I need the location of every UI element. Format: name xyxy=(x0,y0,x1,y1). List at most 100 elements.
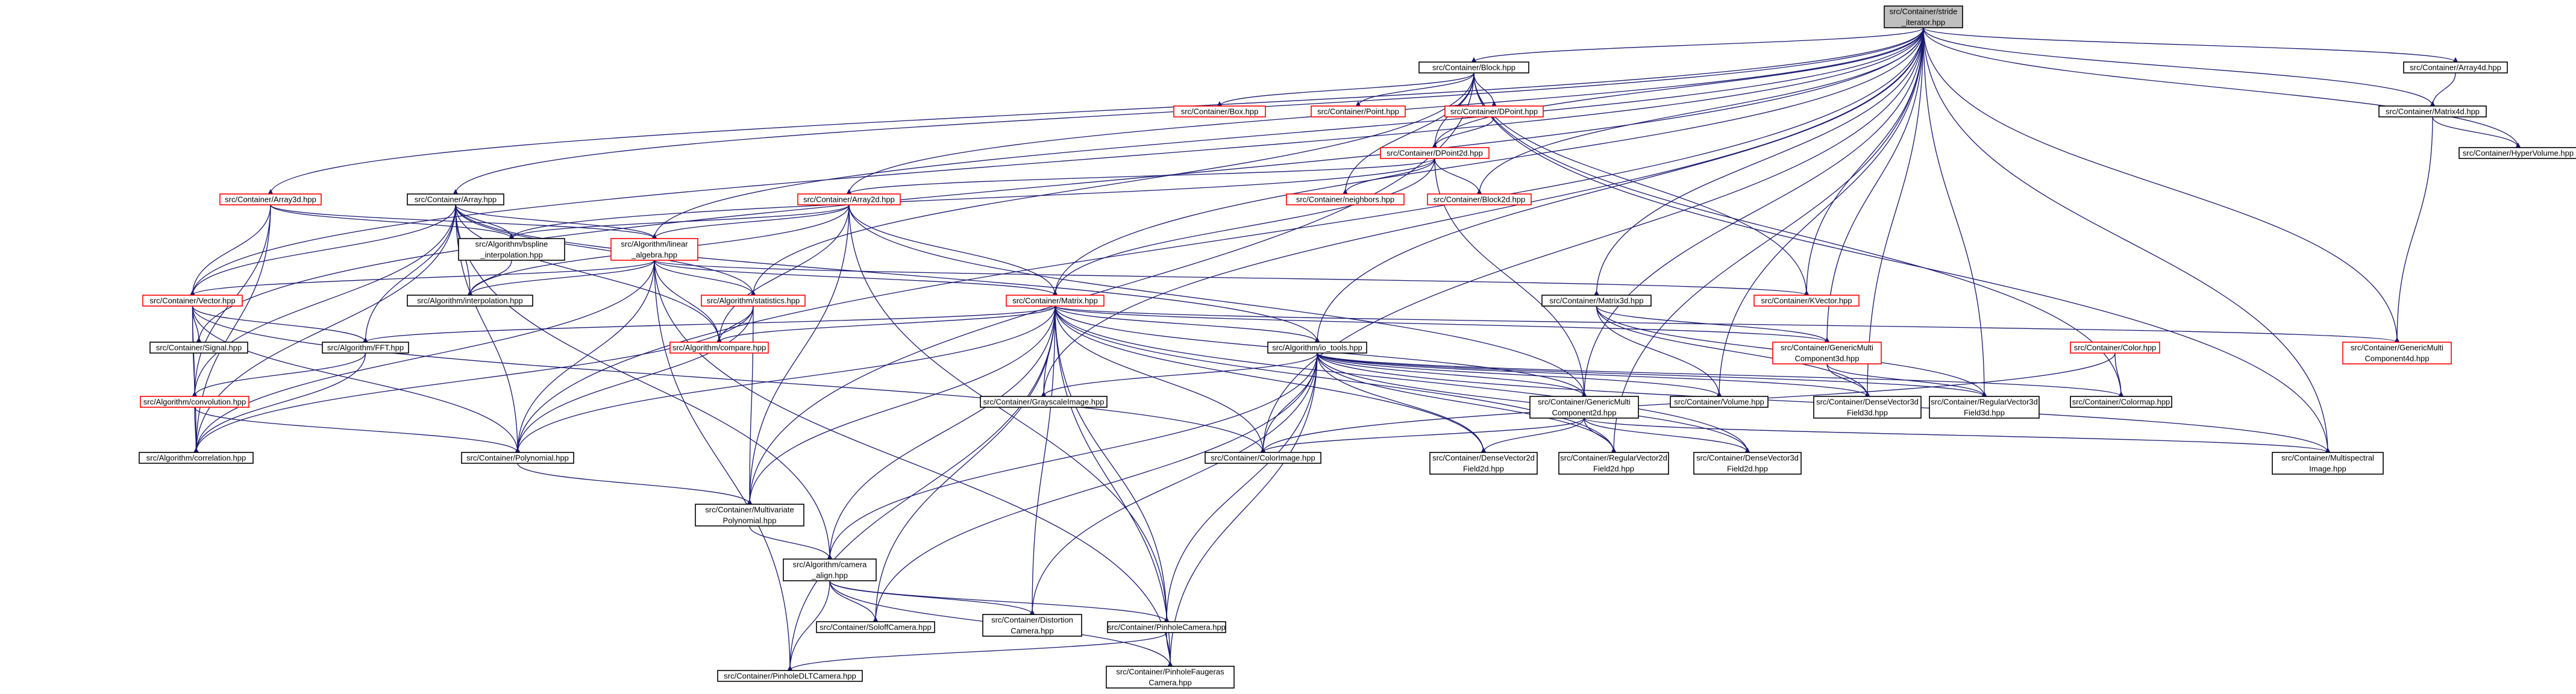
node-correlation-box xyxy=(139,452,254,464)
node-soloff[interactable]: src/Container/SoloffCamera.hpp xyxy=(816,621,935,633)
node-array3d[interactable]: src/Container/Array3d.hpp xyxy=(219,193,322,205)
node-gmc3d[interactable]: src/Container/GenericMultiComponent3d.hp… xyxy=(1772,342,1882,364)
node-compare[interactable]: src/Algorithm/compare.hpp xyxy=(669,342,769,354)
node-convolution[interactable]: src/Algorithm/convolution.hpp xyxy=(140,396,249,408)
node-polynomial-label: src/Container/Polynomial.hpp xyxy=(466,454,569,463)
node-dv2d-label: src/Container/DenseVector2d xyxy=(1432,454,1535,463)
node-matrix-label: src/Container/Matrix.hpp xyxy=(1012,296,1098,305)
edge-pinholedlt-includes-matrix xyxy=(787,305,1056,671)
node-vector-label: src/Container/Vector.hpp xyxy=(149,296,235,305)
node-colorimage[interactable]: src/Container/ColorImage.hpp xyxy=(1205,452,1321,464)
edge-polynomial-includes-stride xyxy=(515,27,1924,453)
node-grayscale[interactable]: src/Container/GrayscaleImage.hpp xyxy=(980,396,1108,408)
edge-rv2d-includes-matrix xyxy=(1055,305,1617,453)
node-volume[interactable]: src/Container/Volume.hpp xyxy=(1670,396,1769,408)
node-matrix[interactable]: src/Container/Matrix.hpp xyxy=(1006,295,1105,307)
node-neighbors[interactable]: src/Container/neighbors.hpp xyxy=(1286,193,1405,205)
node-matrix4d[interactable]: src/Container/Matrix4d.hpp xyxy=(2378,105,2487,117)
edge-rv2d-includes-stride xyxy=(1611,27,1924,453)
edge-soloff-includes-iotools xyxy=(873,352,1318,622)
node-array2d[interactable]: src/Container/Array2d.hpp xyxy=(797,193,901,205)
node-hypervol[interactable]: src/Container/HyperVolume.hpp xyxy=(2458,147,2576,159)
node-volume-box xyxy=(1670,396,1769,408)
node-array2d-box xyxy=(797,193,901,205)
node-bspline[interactable]: src/Algorithm/bspline_interpolation.hpp xyxy=(458,238,565,261)
edge-pinholefau-includes-matrix xyxy=(1055,305,1173,667)
node-pinhole[interactable]: src/Container/PinholeCamera.hpp xyxy=(1107,621,1226,633)
node-gmc2d[interactable]: src/Container/GenericMultiComponent2d.hp… xyxy=(1529,396,1639,419)
node-rv3d-box xyxy=(1929,396,2040,419)
node-block-box xyxy=(1418,61,1529,73)
node-multispectral-label: Image.hpp xyxy=(2309,464,2346,474)
edge-gmc3d-includes-stride xyxy=(1824,27,1924,343)
node-block2d-label: src/Container/Block2d.hpp xyxy=(1434,195,1525,204)
node-kvector[interactable]: src/Container/KVector.hpp xyxy=(1753,295,1860,307)
edge-matrix-includes-stride xyxy=(1052,27,1924,296)
node-interp[interactable]: src/Algorithm/interpolation.hpp xyxy=(407,295,533,307)
edge-interp-includes-bspline xyxy=(467,260,512,296)
node-array[interactable]: src/Container/Array.hpp xyxy=(407,193,504,205)
node-color[interactable]: src/Container/Color.hpp xyxy=(2070,342,2160,354)
edge-multispectral-includes-block xyxy=(1473,72,2331,453)
node-camalign-box xyxy=(783,558,877,581)
edge-gmc2d-includes-array2d xyxy=(848,204,1587,397)
node-colormap[interactable]: src/Container/Colormap.hpp xyxy=(2070,396,2172,408)
node-signal[interactable]: src/Container/Signal.hpp xyxy=(149,342,248,354)
node-matrix3d[interactable]: src/Container/Matrix3d.hpp xyxy=(1541,295,1652,307)
edge-correlation-includes-fft xyxy=(193,352,366,453)
edge-compare-includes-array xyxy=(455,204,722,343)
node-dv3d-box xyxy=(1813,396,1922,419)
edge-linalg-includes-array xyxy=(455,204,657,239)
edge-dv3d-includes-matrix3d xyxy=(1596,305,1870,397)
node-dpoint2d[interactable]: src/Container/DPoint2d.hpp xyxy=(1380,147,1490,159)
edge-matrix-includes-array2d xyxy=(848,204,1058,296)
edge-gmc4d-includes-stride xyxy=(1923,27,2400,343)
node-pinholedlt[interactable]: src/Container/PinholeDLTCamera.hpp xyxy=(717,670,863,682)
edge-compare-includes-matrix xyxy=(716,305,1056,343)
node-polynomial[interactable]: src/Container/Polynomial.hpp xyxy=(461,452,574,464)
node-bspline-box xyxy=(458,238,565,261)
node-dpoint-box xyxy=(1444,105,1544,117)
node-block2d[interactable]: src/Container/Block2d.hpp xyxy=(1427,193,1532,205)
node-camalign-label: _align.hpp xyxy=(811,571,848,580)
node-fft[interactable]: src/Algorithm/FFT.hpp xyxy=(322,342,409,354)
node-gmc4d[interactable]: src/Container/GenericMultiComponent4d.hp… xyxy=(2342,342,2452,364)
node-box[interactable]: src/Container/Box.hpp xyxy=(1173,105,1266,117)
edge-linalg-includes-stride xyxy=(651,27,1924,239)
node-array4d[interactable]: src/Container/Array4d.hpp xyxy=(2403,61,2508,73)
node-point[interactable]: src/Container/Point.hpp xyxy=(1311,105,1406,117)
node-linalg[interactable]: src/Algorithm/linear_algebra.hpp xyxy=(610,238,698,261)
node-block[interactable]: src/Container/Block.hpp xyxy=(1418,61,1529,73)
node-dv3d2-label: Field2d.hpp xyxy=(1727,464,1768,474)
edge-vector-includes-array3d xyxy=(189,204,271,296)
node-statistics[interactable]: src/Algorithm/statistics.hpp xyxy=(701,295,806,307)
edge-array4d-includes-stride xyxy=(1923,27,2458,63)
edge-dv2d-includes-gmc2d xyxy=(1481,417,1585,453)
node-gmc2d-label: Component2d.hpp xyxy=(1552,408,1617,417)
node-dpoint[interactable]: src/Container/DPoint.hpp xyxy=(1444,105,1544,117)
node-stride[interactable]: src/Container/stride_iterator.hpp xyxy=(1884,5,1963,28)
node-linalg-box xyxy=(610,238,698,261)
edge-neighbors-includes-dpoint2d xyxy=(1342,158,1435,195)
node-compare-box xyxy=(669,342,769,354)
edge-neighbors-includes-block xyxy=(1342,72,1474,195)
edge-matrix-includes-dpoint2d xyxy=(1052,158,1435,296)
edge-vector-includes-linalg xyxy=(189,260,655,296)
node-vector[interactable]: src/Container/Vector.hpp xyxy=(142,295,243,307)
node-correlation[interactable]: src/Algorithm/correlation.hpp xyxy=(139,452,254,464)
node-rv2d-box xyxy=(1558,452,1669,475)
node-array-label: src/Container/Array.hpp xyxy=(415,195,497,204)
node-camalign[interactable]: src/Algorithm/camera_align.hpp xyxy=(783,558,877,581)
node-iotools[interactable]: src/Algorithm/io_tools.hpp xyxy=(1267,342,1367,354)
edge-multipoly-includes-polynomial xyxy=(517,463,753,505)
